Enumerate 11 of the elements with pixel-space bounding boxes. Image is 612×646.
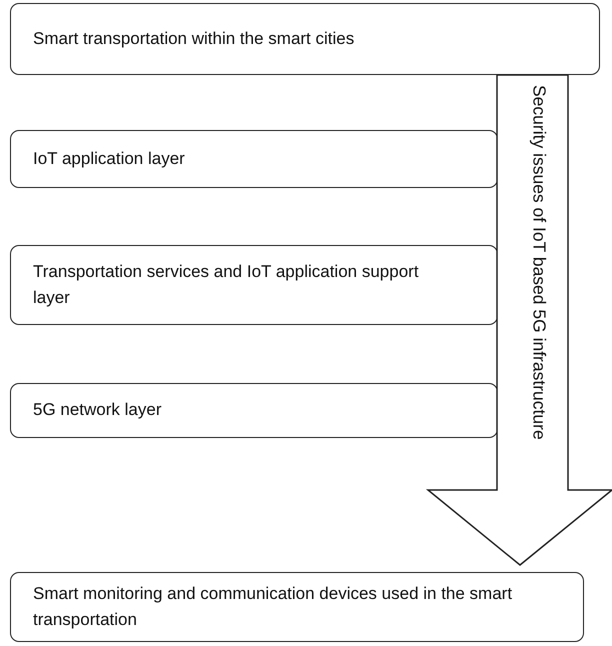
layer-box [10,572,584,642]
layer-box [10,130,498,188]
node-text: Smart monitoring and communication devices used in the smart transportation [33,582,514,631]
layer-box [10,383,498,438]
node-text: Smart transportation within the smart cities [33,28,354,50]
node-text: Transportation services and IoT application support layer [33,260,420,309]
node-text: IoT application layer [33,148,185,170]
arrow-label: Security issues of IoT based 5G infrastructure [530,85,548,440]
node-text: 5G network layer [33,399,162,422]
layer-box [10,245,498,325]
layer-box [10,3,600,75]
